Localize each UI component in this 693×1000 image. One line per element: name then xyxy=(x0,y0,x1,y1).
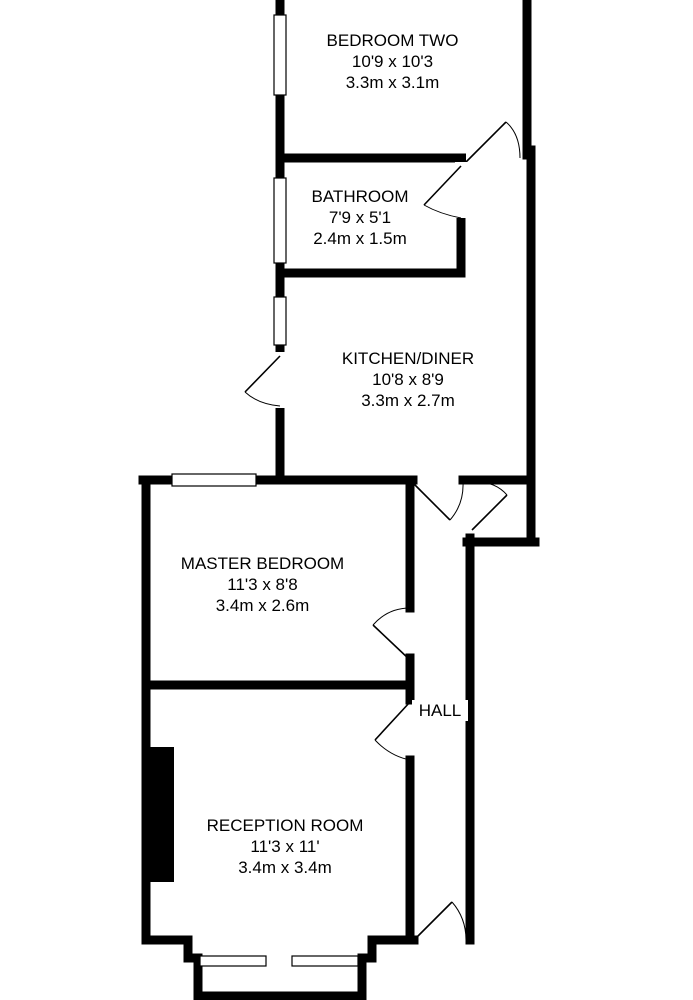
room-label-bedroom-two: BEDROOM TWO 10'9 x 10'3 3.3m x 3.1m xyxy=(305,30,480,93)
bay-window-wall xyxy=(141,935,419,1000)
door-arc-reception xyxy=(374,739,411,761)
room-size-metric: 3.4m x 2.6m xyxy=(215,596,310,615)
room-name: MASTER BEDROOM xyxy=(180,554,345,573)
door-arc-lobby xyxy=(469,481,508,496)
room-size-metric: 3.4m x 3.4m xyxy=(238,858,332,877)
door-arc-kitchen-side xyxy=(244,391,281,407)
lower-walls xyxy=(138,475,475,1000)
door-arc-front xyxy=(451,901,467,941)
room-size-imperial: 11'3 x 11' xyxy=(250,837,320,856)
window-bathroom xyxy=(273,177,287,264)
door-arc-hall-kitchen xyxy=(449,481,464,521)
door-leaf-bedroom-two xyxy=(465,121,507,163)
room-size-imperial: 10'9 x 10'3 xyxy=(351,52,434,71)
door-leaf-front xyxy=(413,901,453,941)
chimney-breast xyxy=(150,747,174,882)
door-arc-master-bedroom xyxy=(372,607,411,626)
room-label-master-bedroom: MASTER BEDROOM 11'3 x 8'8 3.4m x 2.6m xyxy=(160,553,365,616)
window-master-bedroom xyxy=(171,473,257,487)
window-kitchen xyxy=(273,296,287,346)
room-size-metric: 2.4m x 1.5m xyxy=(313,229,407,248)
window-bedroom-two xyxy=(273,14,287,96)
room-name: KITCHEN/DINER xyxy=(341,349,475,368)
room-label-hall: HALL xyxy=(412,700,468,721)
room-name: BEDROOM TWO xyxy=(326,31,459,50)
room-label-reception: RECEPTION ROOM 11'3 x 11' 3.4m x 3.4m xyxy=(185,815,385,878)
room-size-imperial: 10'8 x 8'9 xyxy=(372,370,444,389)
door-gap-kitchen-side xyxy=(274,352,286,408)
room-size-imperial: 11'3 x 8'8 xyxy=(227,575,298,594)
door-gap-bathroom xyxy=(455,162,469,218)
door-arc-bathroom xyxy=(423,204,462,219)
room-name: BATHROOM xyxy=(311,187,409,206)
door-leaf-bathroom xyxy=(423,165,462,206)
room-name: HALL xyxy=(418,701,462,720)
door-leaf-reception xyxy=(374,701,411,741)
door-leaf-lobby xyxy=(471,494,508,531)
door-leaf-hall-kitchen xyxy=(412,482,451,521)
room-name: RECEPTION ROOM xyxy=(206,816,364,835)
room-size-imperial: 7'9 x 5'1 xyxy=(328,208,392,227)
doors xyxy=(244,121,522,941)
door-leaf-master-bedroom xyxy=(372,624,411,661)
door-gap-bedroom-two xyxy=(466,150,522,166)
door-leaf-kitchen-side xyxy=(244,355,281,393)
windows xyxy=(171,14,359,967)
room-label-kitchen: KITCHEN/DINER 10'8 x 8'9 3.3m x 2.7m xyxy=(318,348,498,411)
room-size-metric: 3.3m x 2.7m xyxy=(361,391,455,410)
room-label-bathroom: BATHROOM 7'9 x 5'1 2.4m x 1.5m xyxy=(290,186,430,249)
room-size-metric: 3.3m x 3.1m xyxy=(345,73,440,92)
door-arc-bedroom-two xyxy=(505,121,521,159)
window-reception-right xyxy=(291,955,359,967)
window-reception-left xyxy=(199,955,267,967)
